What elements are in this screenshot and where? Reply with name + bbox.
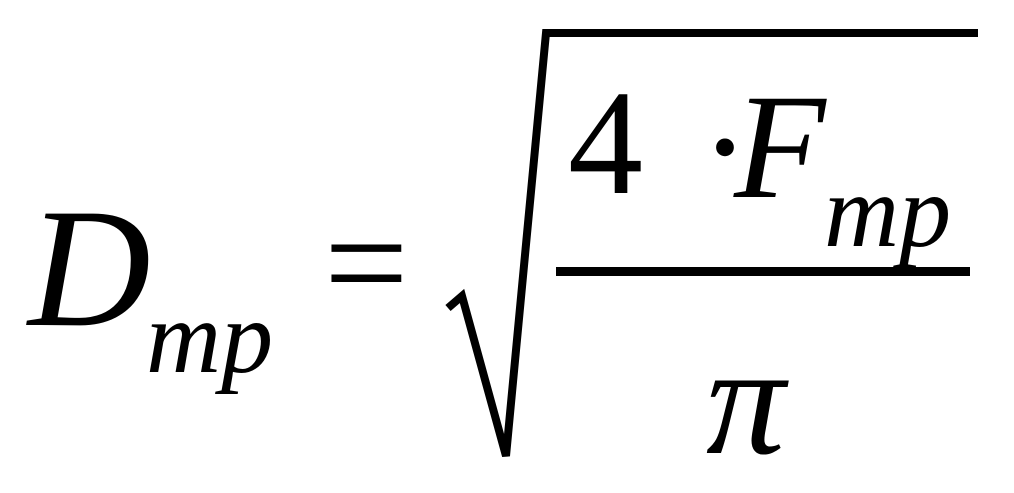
numerator-subscript: mp (824, 154, 952, 269)
equals-sign: = (324, 180, 409, 346)
numerator-operator: · (700, 64, 750, 230)
denominator-symbol: π (706, 313, 786, 488)
lhs-symbol: D (28, 174, 151, 362)
numerator-coefficient: 4 (568, 60, 643, 226)
numerator-symbol: F (734, 64, 826, 230)
lhs-subscript: mp (146, 280, 274, 395)
fraction-bar (556, 267, 970, 276)
